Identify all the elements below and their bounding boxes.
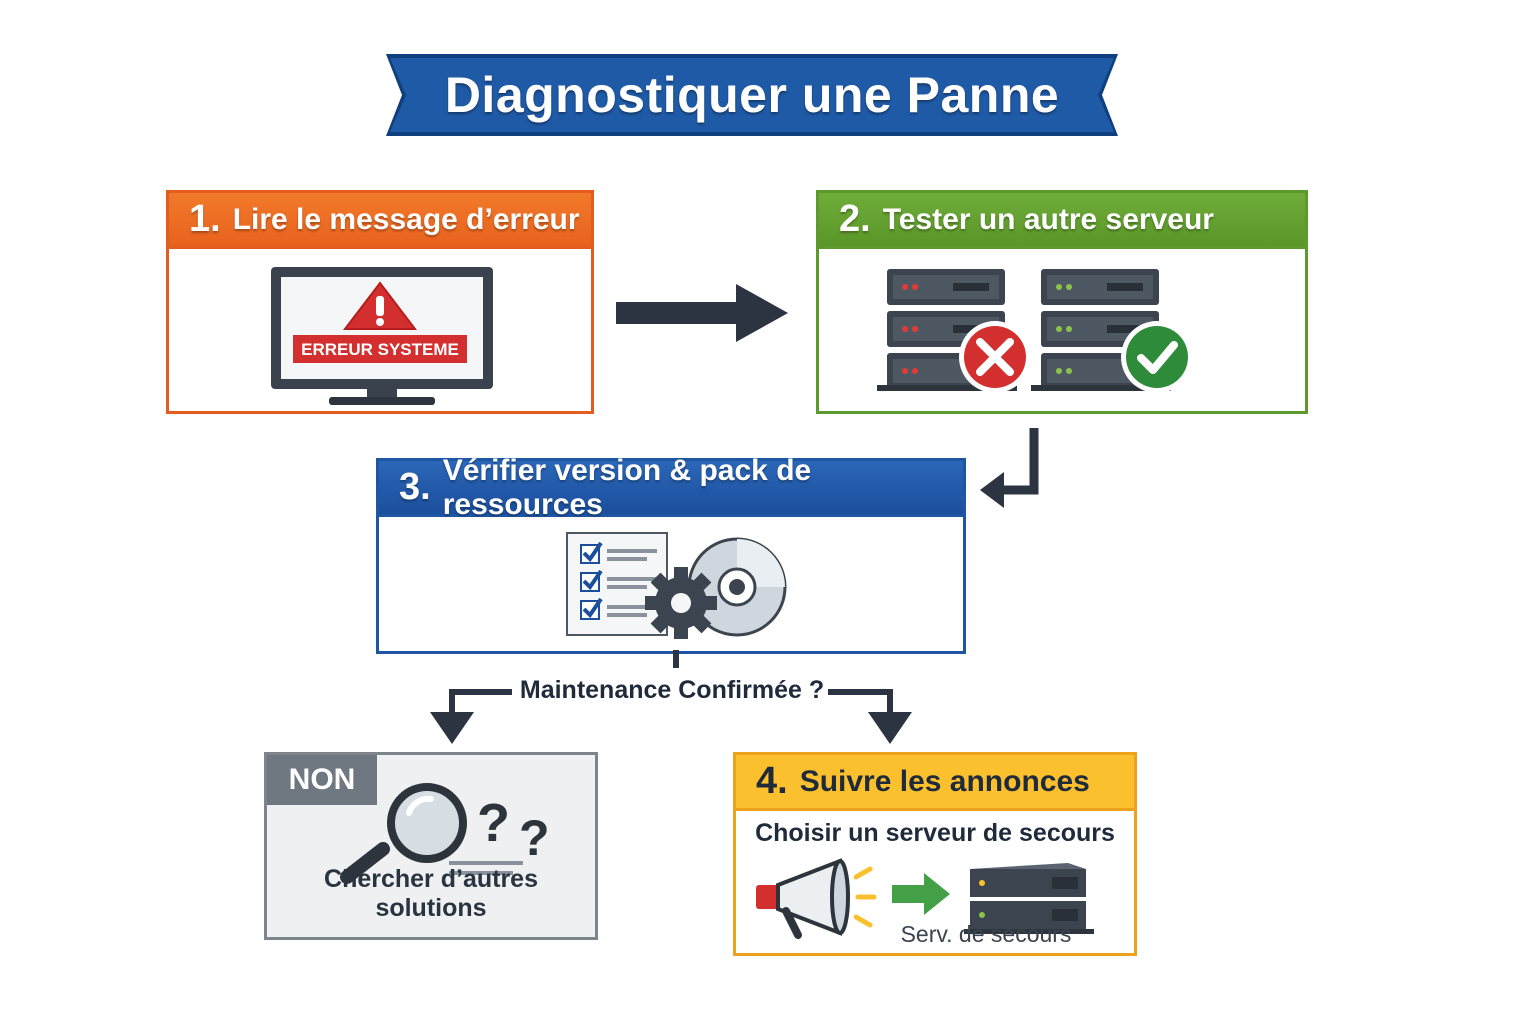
step-1-box: 1. Lire le message d’erreur ERREUR SYSTE…: [166, 190, 594, 414]
step-4-number: 4.: [756, 760, 788, 802]
error-monitor-icon: ERREUR SYSTEME: [271, 267, 493, 405]
step-4-header: 4. Suivre les annonces: [736, 755, 1134, 811]
step-3-number: 3.: [399, 466, 431, 508]
step-2-number: 2.: [839, 198, 871, 240]
decision-label: Maintenance Confirmée ?: [516, 676, 828, 708]
no-tag: NON: [267, 755, 377, 805]
page-title: Diagnostiquer une Panne: [444, 67, 1060, 123]
success-check-icon: [1121, 321, 1193, 393]
svg-text:?: ?: [477, 793, 510, 853]
step-4-subtitle: Choisir un serveur de secours: [755, 819, 1115, 847]
step-3-label: Vérifier version & pack de ressources: [442, 453, 812, 521]
gear-icon: [645, 567, 717, 639]
step-4-box: 4. Suivre les annonces Choisir un serveu…: [733, 752, 1137, 956]
backup-server-icon: [964, 863, 1094, 934]
title-banner: Diagnostiquer une Panne: [380, 50, 1124, 140]
svg-text:?: ?: [519, 810, 550, 866]
checklist-gear-disc-icon: [566, 532, 787, 639]
magnifier-icon: [340, 783, 467, 884]
backup-server-label: Serv. de secours: [900, 921, 1072, 947]
megaphone-icon: [756, 858, 850, 939]
server-rack-working: [1031, 269, 1171, 391]
fail-x-icon: [959, 321, 1031, 393]
question-marks-icon: ? ?: [477, 793, 550, 866]
checkbox-icon: [580, 541, 603, 620]
step-1-number: 1.: [189, 198, 221, 240]
step-3-box: 3. Vérifier version & pack de ressources: [376, 454, 966, 654]
step-2-box: 2. Tester un autre serveur: [816, 190, 1308, 414]
no-branch-box: NON ? ? Chercher d’autres solutions: [264, 752, 598, 940]
no-branch-label: Chercher d’autres solutions: [324, 865, 538, 922]
sound-waves-icon: [853, 866, 877, 928]
magnifier-question-icon: ? ?: [340, 783, 550, 884]
step-4-label: Suivre les annonces: [799, 764, 1090, 798]
server-racks-icon: [877, 269, 1193, 393]
step-2-header: 2. Tester un autre serveur: [819, 193, 1305, 249]
error-screen-text: ERREUR SYSTEME: [301, 340, 459, 359]
megaphone-backup-server-icon: [756, 858, 1094, 939]
arrow-elbow-icon: [980, 428, 1039, 508]
arrow-right-icon: [616, 284, 788, 342]
step-2-label: Tester un autre serveur: [882, 202, 1214, 236]
decision-branch-arrows: [430, 650, 912, 744]
step-1-header: 1. Lire le message d’erreur: [169, 193, 591, 249]
step-1-label: Lire le message d’erreur: [232, 202, 580, 236]
green-arrow-icon: [892, 873, 950, 915]
step-3-header: 3. Vérifier version & pack de ressources: [379, 454, 963, 521]
banner-ribbon: [386, 54, 1118, 136]
